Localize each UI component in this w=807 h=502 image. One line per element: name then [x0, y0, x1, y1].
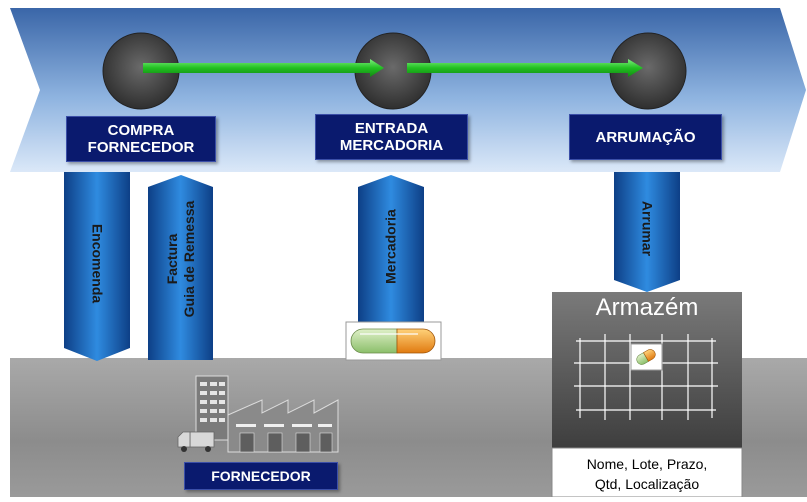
- factory-icon: [195, 375, 339, 453]
- truck-icon: [177, 431, 215, 452]
- mercadoria-arrow: [358, 175, 424, 328]
- supplier-label: FORNECEDOR: [184, 462, 338, 490]
- warehouse-capsule-icon: [630, 343, 663, 371]
- encomenda-arrow: [64, 172, 130, 361]
- arrumar-arrow: [614, 172, 680, 292]
- stage-label-arrumacao: ARRUMAÇÃO: [569, 114, 722, 160]
- capsule-icon: [345, 321, 442, 361]
- flow-label-encomenda: Encomenda: [89, 223, 106, 304]
- progress-arrow-2: [407, 59, 643, 77]
- warehouse-fields: Nome, Lote, Prazo, Qtd, Localização: [586, 456, 708, 492]
- stage-label-compra: COMPRA FORNECEDOR: [66, 116, 216, 162]
- warehouse-fields-box: [551, 447, 743, 498]
- flow-label-factura: Factura Guia de Remessa: [164, 200, 197, 318]
- flow-label-mercadoria: Mercadoria: [382, 209, 399, 284]
- warehouse-title: Armazém: [595, 294, 699, 321]
- warehouse-grid: [574, 334, 718, 420]
- factura-arrow: [148, 175, 213, 360]
- stage-label-entrada: ENTRADA MERCADORIA: [315, 114, 468, 160]
- progress-arrow-1: [143, 59, 384, 77]
- flow-label-arrumar: Arrumar: [639, 200, 656, 257]
